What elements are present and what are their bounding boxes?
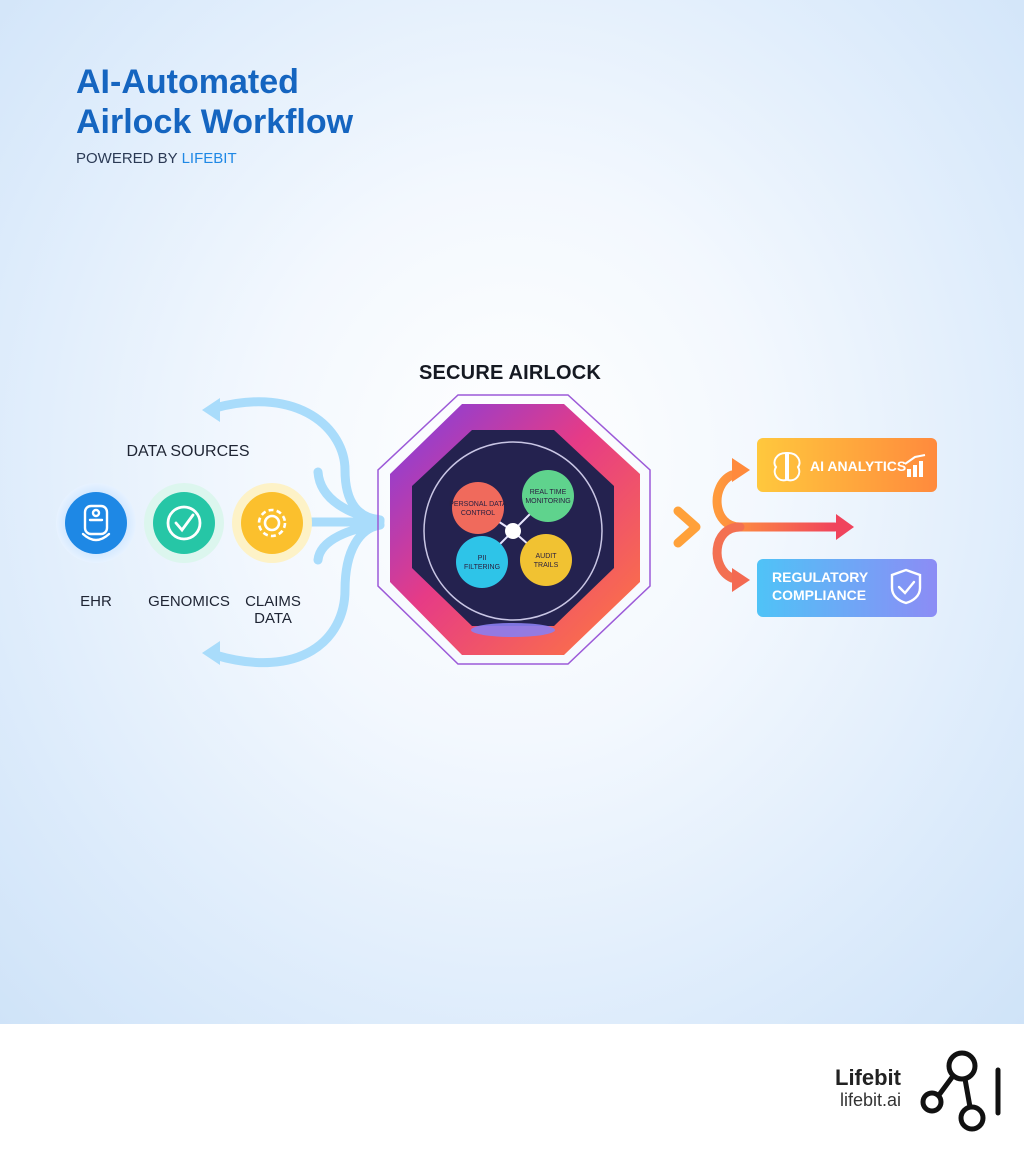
output-branches — [712, 470, 840, 583]
core-glow — [471, 623, 555, 637]
arrowhead-bottom — [202, 641, 220, 665]
inner-ring — [423, 441, 603, 621]
airlock-output-arrowhead — [673, 506, 701, 548]
title-line-1: AI-Automated — [76, 63, 299, 101]
octagon-outline — [377, 394, 651, 665]
title-line-2: Airlock Workflow — [76, 103, 354, 141]
source-genomics[interactable] — [144, 483, 224, 563]
checkmark-icon — [166, 505, 202, 541]
branch-arrowhead-top — [732, 458, 750, 482]
brain-icon — [773, 451, 801, 482]
ai-analytics-box[interactable]: AI ANALYTICS — [757, 438, 937, 492]
footer-brand-url[interactable]: lifebit.ai — [839, 1090, 901, 1110]
shield-check-icon — [890, 568, 922, 605]
branch-arrowhead-middle — [836, 514, 854, 540]
powered-by: POWERED BY LIFEBIT — [76, 150, 237, 167]
source-claims[interactable] — [232, 483, 312, 563]
source-label-ehr: EHR — [80, 593, 112, 610]
powered-by-label: POWERED BY — [76, 150, 178, 167]
page-title: AI-Automated Airlock Workflow — [76, 62, 353, 142]
ai-analytics-label: AI ANALYTICS — [810, 458, 906, 474]
data-sources-title: DATA SOURCES — [126, 443, 250, 460]
source-label-genomics: GENOMICS — [148, 593, 230, 610]
hub-node — [505, 523, 521, 539]
footer — [0, 1024, 1024, 1154]
airlock-title: SECURE AIRLOCK — [418, 362, 602, 384]
arrowhead-top — [202, 398, 220, 422]
compliance-line-1: REGULATORY — [772, 569, 869, 585]
document-person-icon — [81, 504, 111, 542]
source-label-claims: CLAIMS DATA — [245, 593, 301, 627]
regulatory-compliance-box[interactable]: REGULATORY COMPLIANCE — [757, 559, 937, 617]
incoming-flow-lines — [210, 397, 385, 668]
bar-chart-icon — [904, 454, 926, 477]
diagram-canvas: AI-Automated Airlock Workflow POWERED BY… — [0, 0, 1024, 1024]
gear-icon — [257, 508, 287, 538]
flow-arc-bottom — [210, 520, 385, 668]
source-ehr[interactable] — [56, 483, 136, 563]
powered-by-brand: LIFEBIT — [181, 150, 237, 167]
network-nodes-icon — [920, 1050, 1001, 1132]
branch-arrowhead-bottom — [732, 568, 750, 592]
compliance-line-2: COMPLIANCE — [772, 587, 866, 603]
footer-brand-name: Lifebit — [835, 1065, 901, 1090]
